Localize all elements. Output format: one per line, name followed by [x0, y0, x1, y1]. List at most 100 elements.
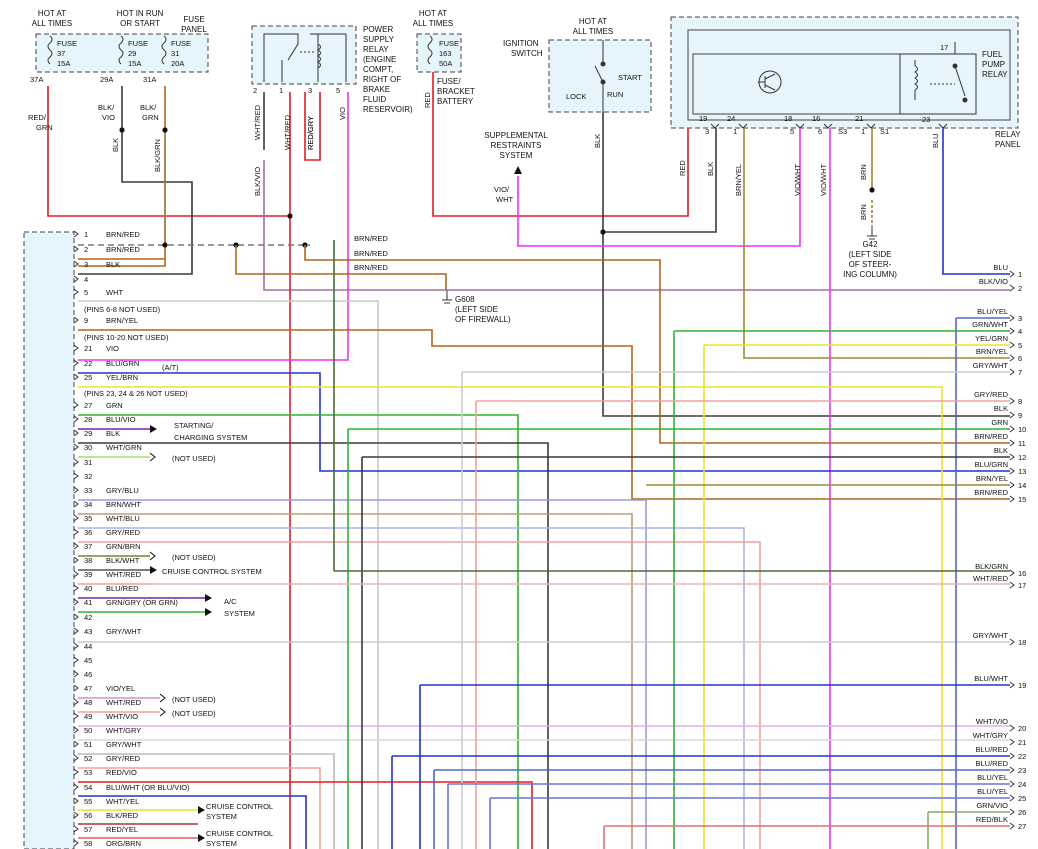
right-pin-number: 4	[1018, 327, 1022, 336]
left-pin-wire-label: WHT/VIO	[106, 712, 138, 721]
left-pin-number: 58	[84, 839, 92, 848]
svg-text:FUSE: FUSE	[439, 39, 459, 48]
left-pin-number: 27	[84, 401, 92, 410]
relay-panel-inner	[687, 29, 1011, 121]
pin-chevron-icon	[1009, 481, 1015, 489]
svg-text:20A: 20A	[171, 59, 184, 68]
right-pin-wire-label: BLU/RED	[975, 759, 1008, 768]
right-pin-number: 15	[1018, 495, 1026, 504]
pin-chevron-icon	[73, 642, 79, 650]
right-pin-wire-label: BRN/YEL	[976, 474, 1008, 483]
left-pin-wire-label: BRN/WHT	[106, 500, 141, 509]
left-pin-wire-label: BRN/YEL	[106, 316, 138, 325]
fuel-pump-relay-symbol	[899, 42, 977, 115]
wire-gry-blu-pin33	[78, 499, 647, 849]
pin-chevron-icon	[73, 797, 79, 805]
fuse-37: FUSE 37 15A 37A	[30, 35, 77, 84]
left-pin-wire-label: BRN/RED	[106, 230, 140, 239]
arrow-head-icon	[198, 834, 205, 842]
left-pin-number: 21	[84, 344, 92, 353]
psr-pin-5: 5	[336, 86, 340, 95]
top-wire-label: VIO/	[494, 185, 510, 194]
rp-out-5: 5	[790, 127, 794, 136]
right-pin-number: 25	[1018, 794, 1026, 803]
right-pin-number: 20	[1018, 724, 1026, 733]
ignition-switch-contacts	[594, 40, 606, 112]
open-arrow-icon	[149, 452, 156, 462]
left-pin-number: 39	[84, 570, 92, 579]
left-pin-wire-label: VIO	[106, 344, 119, 353]
pin-chevron-icon	[1009, 569, 1015, 577]
right-pin-wire-label: BLU/RED	[975, 745, 1008, 754]
splice-dot	[869, 187, 875, 193]
svg-text:31: 31	[171, 49, 179, 58]
side-note-label: CRUISE CONTROL	[206, 802, 273, 811]
rp-out-6: 6	[818, 127, 822, 136]
left-pin-number: 48	[84, 698, 92, 707]
wire-gry-wht-pin51	[78, 753, 335, 849]
right-pin-wire-label: WHT/GRY	[973, 731, 1008, 740]
left-pin-number: 49	[84, 712, 92, 721]
pin-chevron-icon	[73, 740, 79, 748]
pin-chevron-icon	[1009, 425, 1015, 433]
left-pin-wire-label: RED/YEL	[106, 825, 138, 834]
right-pin-wire-label: YEL/GRN	[975, 334, 1008, 343]
splice-dot	[162, 127, 168, 133]
right-pin-number: 12	[1018, 453, 1026, 462]
fuse-31: FUSE 31 20A 31A	[143, 35, 191, 84]
psr-pin-2: 2	[253, 86, 257, 95]
top-wire-label: GRN	[142, 113, 159, 122]
wire-blk-ignition	[602, 112, 717, 233]
top-wire-label: RED/GRY	[306, 116, 315, 150]
side-note-label: CRUISE CONTROL	[206, 829, 273, 838]
wire-red-gry-loop	[304, 92, 321, 161]
svg-text:15A: 15A	[57, 59, 70, 68]
fuse-panel-box	[35, 33, 209, 73]
left-pin-number: 38	[84, 556, 92, 565]
pin-chevron-icon	[73, 670, 79, 678]
relay-panel-connector-marks	[710, 123, 948, 129]
pin-chevron-icon	[1009, 738, 1015, 746]
left-pin-number: 1	[84, 230, 88, 239]
left-pin-number: 28	[84, 415, 92, 424]
left-pin-wire-label: GRN	[106, 401, 123, 410]
arrow-head-icon	[205, 608, 212, 616]
side-note-label: (NOT USED)	[172, 553, 216, 562]
psr-pin-1: 1	[279, 86, 283, 95]
right-pin-number: 11	[1018, 439, 1026, 448]
pin-chevron-icon	[73, 656, 79, 664]
left-pin-number: 4	[84, 275, 88, 284]
open-arrow-icon	[149, 551, 156, 561]
arrow-head-icon	[205, 594, 212, 602]
left-pin-wire-label: GRN/BRN	[106, 542, 141, 551]
right-pin-list: BLU1BLK/VIO2BLU/YEL3GRN/WHT4YEL/GRN5BRN/…	[972, 263, 1026, 831]
pin-chevron-icon	[1009, 681, 1015, 689]
pin-chevron-icon	[73, 684, 79, 692]
pin-chevron-icon	[73, 472, 79, 480]
left-pin-number: 31	[84, 458, 92, 467]
left-pin-wire-label: WHT/GRN	[106, 443, 142, 452]
pin-chevron-icon	[73, 415, 79, 423]
svg-text:FUSE: FUSE	[57, 39, 77, 48]
pin-chevron-icon	[73, 373, 79, 381]
wire-red-vio-pin53	[78, 781, 533, 849]
right-pin-number: 22	[1018, 752, 1026, 761]
ign-pos-run: RUN	[607, 90, 623, 99]
right-pin-wire-label: BLU/YEL	[977, 787, 1008, 796]
left-pin-number: 35	[84, 514, 92, 523]
top-wire-label: WHT	[496, 195, 513, 204]
pin-chevron-icon	[1009, 368, 1015, 376]
left-pin-number: 37	[84, 542, 92, 551]
right-pin-number: 18	[1018, 638, 1026, 647]
top-wire-label: VIO	[102, 113, 115, 122]
right-pin-number: 1	[1018, 270, 1022, 279]
pin-chevron-icon	[73, 712, 79, 720]
left-pin-number: 22	[84, 359, 92, 368]
wire-blu-pin1	[942, 128, 1010, 275]
pin-chevron-icon	[1009, 808, 1015, 816]
rp-out-3: 3	[705, 127, 709, 136]
left-pin-wire-label: BRN/RED	[106, 245, 140, 254]
